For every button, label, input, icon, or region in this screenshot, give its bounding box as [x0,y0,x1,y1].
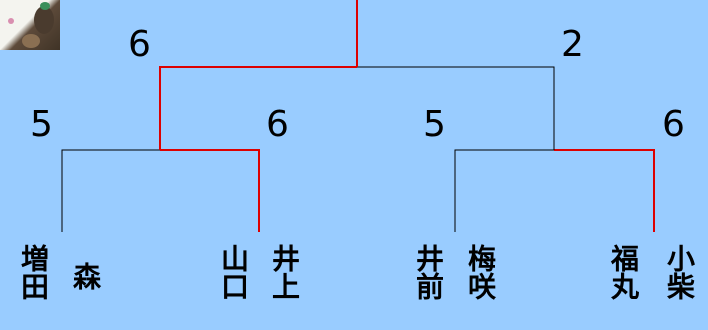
player-name-p4a: 福丸 [607,244,640,300]
player-name-p3a: 井前 [412,244,445,300]
bracket-line-p2 [160,149,260,232]
score-left-semifinal: 6 [128,24,151,65]
player-name-p1a: 増田 [17,244,50,300]
bracket-line-left-semi [159,66,357,150]
player-name-p2a: 山口 [217,244,250,300]
score-left-left: 5 [30,104,53,145]
bracket-line-right-semi [357,66,555,150]
score-right-left: 5 [423,104,446,145]
score-right-semifinal: 2 [561,24,584,65]
bracket-line-p1 [61,149,160,232]
player-photo [0,0,60,50]
player-name-p2b: 井上 [268,244,301,300]
score-left-right: 6 [266,104,289,145]
bracket-line-p3 [454,149,554,232]
bracket-line-p4 [554,149,655,232]
player-name-p3b: 梅咲 [464,244,497,300]
score-right-right: 6 [662,104,685,145]
player-name-p1b: 森 [69,262,102,290]
player-name-p4b: 小柴 [663,244,696,300]
